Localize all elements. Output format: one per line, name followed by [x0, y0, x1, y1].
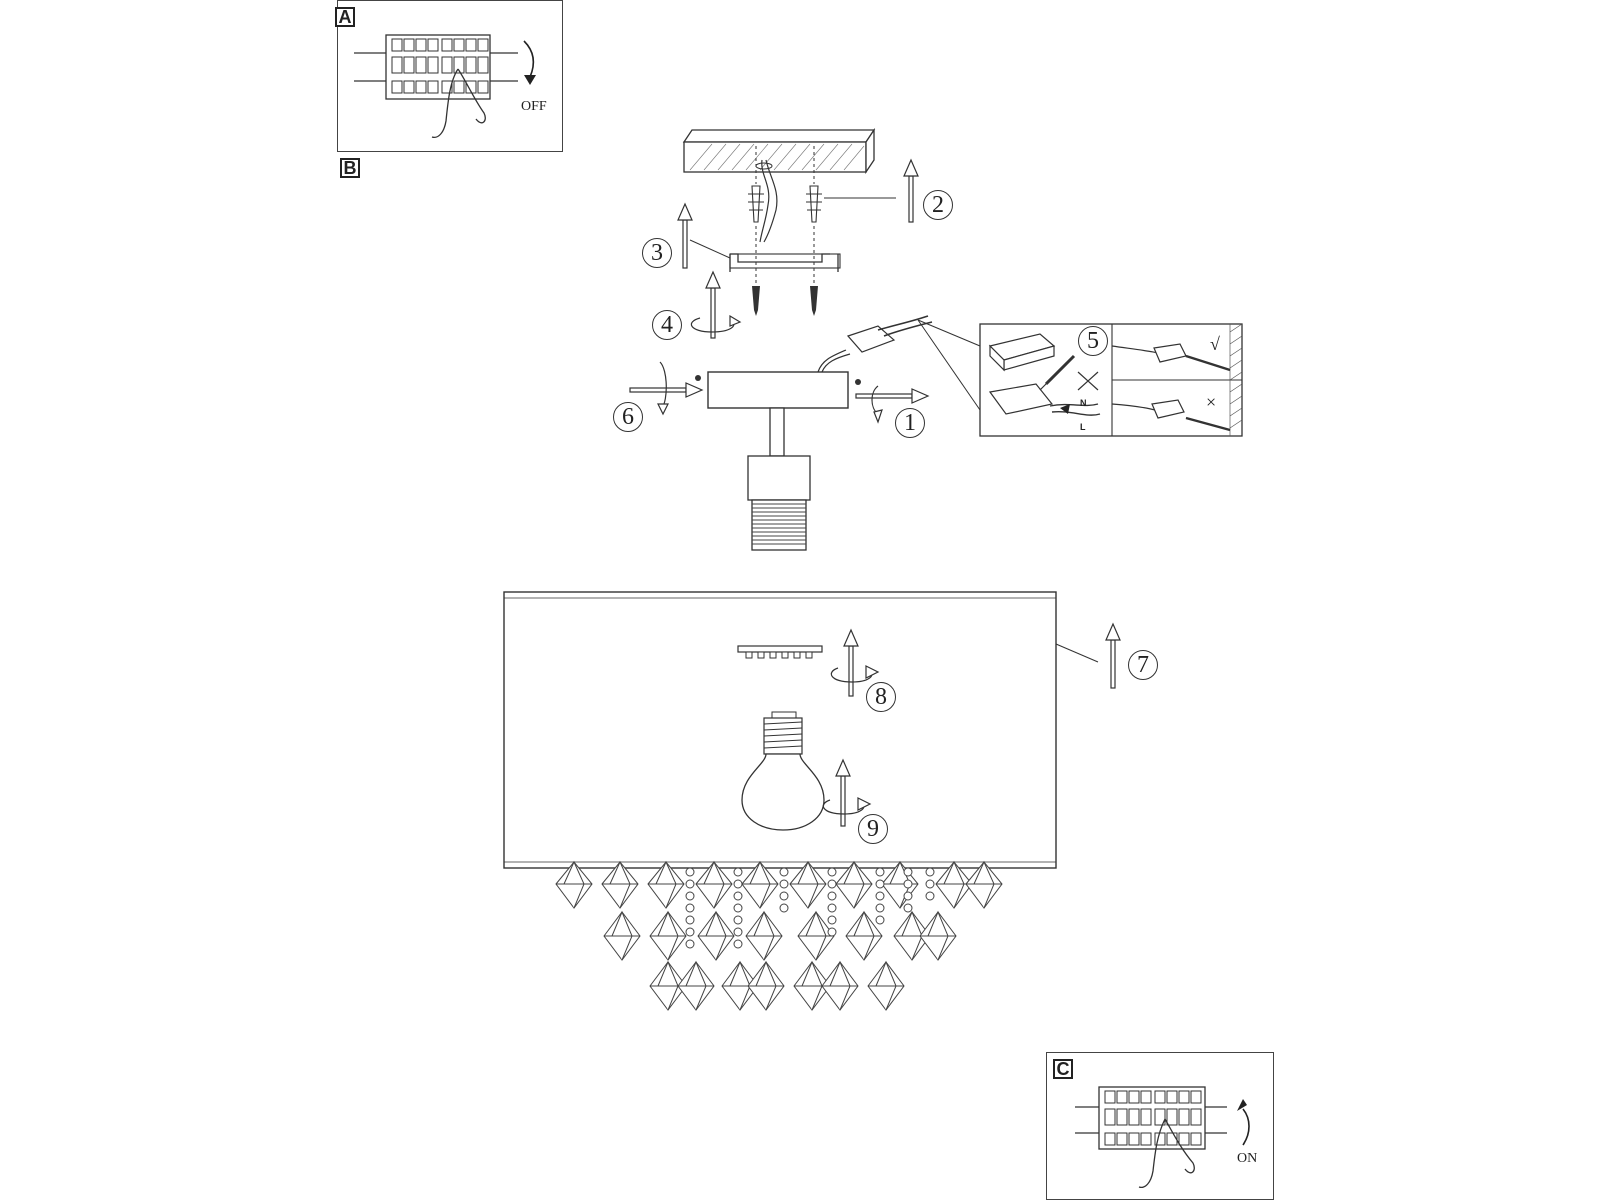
breaker-on-illustration — [1075, 1086, 1250, 1189]
step-5-number: 5 — [1078, 326, 1108, 356]
step-9-number: 9 — [858, 814, 888, 844]
step-6-number: 6 — [613, 402, 643, 432]
step-7-number: 7 — [1128, 650, 1158, 680]
switch-off-label: OFF — [521, 99, 547, 114]
panel-b-tag: B — [340, 158, 360, 178]
wiring-detail — [979, 323, 1243, 437]
light-bulb — [741, 711, 825, 831]
breaker-off-illustration — [354, 34, 536, 139]
neutral-label: N — [1080, 398, 1087, 408]
switch-on-label: ON — [1237, 1151, 1258, 1166]
wrong-mark: × — [1206, 392, 1217, 412]
panel-c-switch-on: C ON — [1046, 1052, 1274, 1200]
step-8-number: 8 — [866, 682, 896, 712]
correct-mark: √ — [1210, 334, 1220, 354]
step-4-number: 4 — [652, 310, 682, 340]
step-3-number: 3 — [642, 238, 672, 268]
panel-a-switch-off: A OFF — [335, 0, 563, 152]
live-label: L — [1080, 422, 1086, 432]
step-1-number: 1 — [895, 408, 925, 438]
panel-c-tag: C — [1053, 1059, 1073, 1079]
step-2-number: 2 — [923, 190, 953, 220]
bead-strands — [685, 867, 935, 949]
crystal-drops — [555, 860, 1003, 1011]
panel-a-tag: A — [335, 7, 355, 27]
ceiling-block — [682, 127, 876, 175]
